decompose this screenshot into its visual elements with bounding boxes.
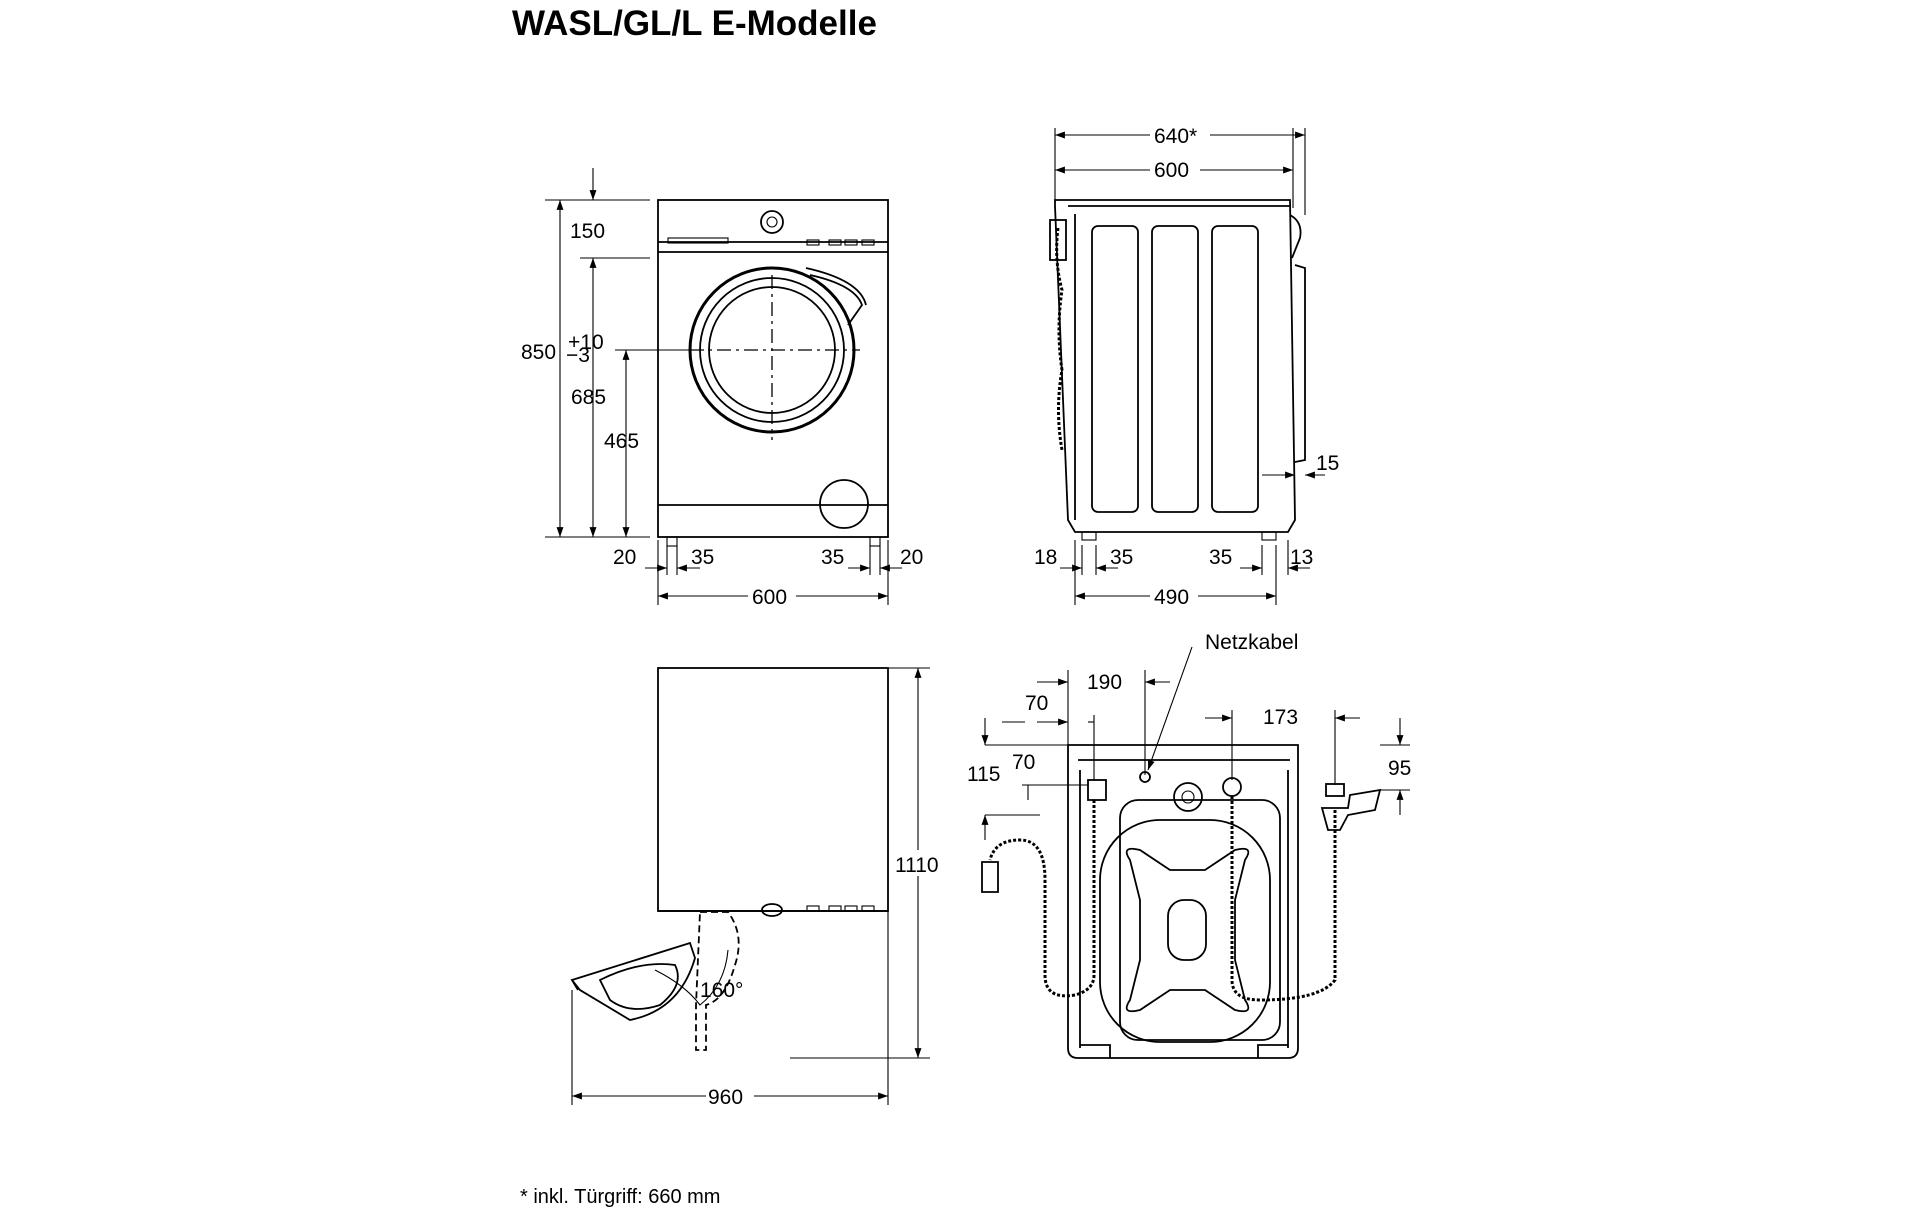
door-open-outline	[570, 941, 696, 1021]
angle-160: 160°	[700, 979, 743, 1002]
dim-600-side: 600	[1154, 159, 1189, 182]
back-view: Netzkabel 190 70 173 115 70 95	[967, 631, 1411, 1059]
hose-connector-icon	[1049, 219, 1067, 261]
dim-150: 150	[570, 220, 605, 243]
dim-18: 18	[1034, 546, 1057, 569]
dim-640: 640*	[1154, 125, 1197, 148]
dim-35-side-left: 35	[1110, 546, 1133, 569]
dim-15: 15	[1316, 452, 1339, 475]
program-knob-icon	[760, 210, 784, 234]
side-panel-3	[1211, 225, 1259, 513]
dim-35-right: 35	[821, 546, 844, 569]
dim-20-left: 20	[613, 546, 636, 569]
dim-35-left: 35	[691, 546, 714, 569]
dim-173: 173	[1263, 706, 1298, 729]
back-drain-icon	[1173, 782, 1203, 812]
side-view: 640* 600 15 18 35 35 13 490	[1034, 122, 1339, 609]
front-body-outline	[657, 199, 889, 538]
dim-70-mid: 70	[1012, 751, 1035, 774]
service-flap	[819, 479, 869, 529]
dim-850: 850	[521, 341, 556, 364]
side-body-outline	[1054, 199, 1296, 533]
drain-elbow-icon	[1320, 788, 1382, 831]
dim-70-top: 70	[1025, 692, 1048, 715]
dim-95: 95	[1388, 757, 1411, 780]
diagram-title: WASL/GL/L E-Modelle	[512, 4, 877, 43]
door-closed-outline	[695, 911, 740, 1051]
dim-960: 960	[708, 1086, 743, 1109]
back-panel-cross	[1125, 847, 1250, 1013]
knob-top-icon	[761, 903, 783, 917]
drum-back-outline	[1099, 819, 1271, 1043]
top-view-body-outline	[657, 667, 889, 912]
side-panel-1	[1091, 225, 1139, 513]
footnote: * inkl. Türgriff: 660 mm	[520, 1186, 721, 1208]
back-body-outline	[1067, 744, 1299, 1059]
drain-hose	[1230, 796, 1337, 1002]
dim-1110: 1110	[895, 854, 939, 877]
dim-35-side-right: 35	[1209, 546, 1232, 569]
dim-850-tolerance-minus: −3	[566, 344, 590, 367]
dim-600-front: 600	[752, 586, 787, 609]
dim-685: 685	[571, 386, 606, 409]
dim-190: 190	[1087, 671, 1122, 694]
front-view: 150 850 +10 −3 685 465 20 35 35 20 600	[521, 168, 923, 609]
dim-20-right: 20	[900, 546, 923, 569]
inlet-hose	[988, 800, 1096, 998]
door-open-view: 160° 1110 960	[570, 667, 945, 1109]
label-netzkabel: Netzkabel	[1205, 631, 1298, 654]
side-panel-2	[1151, 225, 1199, 513]
inlet-valve-icon	[1087, 779, 1107, 801]
dim-850-tolerance-plus: +10	[568, 331, 604, 354]
dim-13: 13	[1290, 546, 1313, 569]
dim-465: 465	[604, 430, 639, 453]
dim-115: 115	[967, 763, 1000, 786]
dim-490: 490	[1154, 586, 1189, 609]
